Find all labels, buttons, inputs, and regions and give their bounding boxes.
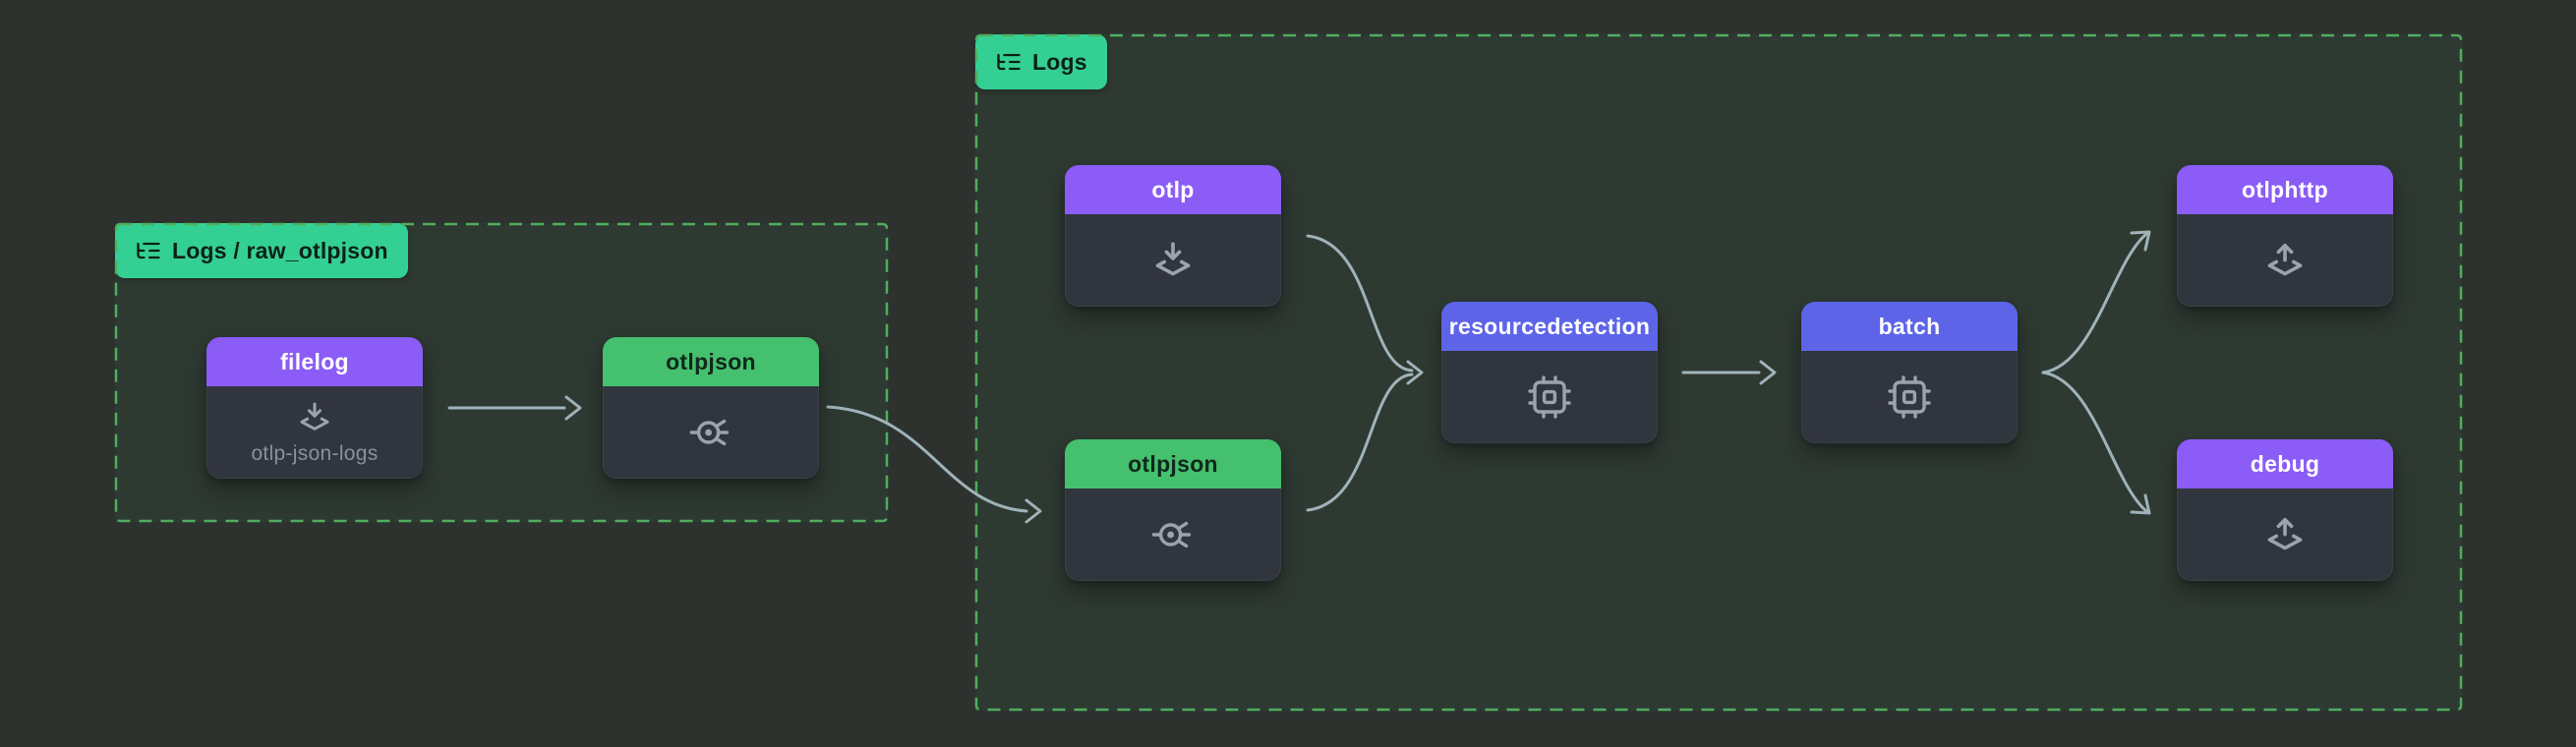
list-tree-icon bbox=[997, 53, 1021, 71]
node-header: batch bbox=[1801, 302, 2018, 351]
pipeline-group-logs: Logs bbox=[975, 34, 2462, 711]
exporter-icon bbox=[2267, 243, 2303, 275]
node-header: otlpjson bbox=[603, 337, 819, 386]
connector-icon bbox=[689, 419, 730, 445]
node-otlpjson[interactable]: otlpjson bbox=[1065, 439, 1281, 581]
node-body bbox=[2177, 214, 2393, 307]
processor-icon bbox=[1888, 374, 1931, 419]
pipeline-group-label: Logs / raw_otlpjson bbox=[172, 237, 388, 263]
node-debug[interactable]: debug bbox=[2177, 439, 2393, 581]
node-body bbox=[1441, 351, 1658, 443]
node-body bbox=[2177, 488, 2393, 581]
node-resourcedetection[interactable]: resourcedetection bbox=[1441, 302, 1658, 443]
receiver-icon bbox=[300, 402, 329, 431]
node-sublabel: otlp-json-logs bbox=[251, 442, 379, 465]
pipeline-group-tag: Logs bbox=[975, 34, 1107, 89]
node-header: otlp bbox=[1065, 165, 1281, 214]
node-otlphttp[interactable]: otlphttp bbox=[2177, 165, 2393, 307]
node-body bbox=[1065, 214, 1281, 307]
node-otlp[interactable]: otlp bbox=[1065, 165, 1281, 307]
pipeline-group-tag: Logs / raw_otlpjson bbox=[115, 223, 408, 278]
node-header: resourcedetection bbox=[1441, 302, 1658, 351]
receiver-icon bbox=[1155, 241, 1191, 275]
node-header: debug bbox=[2177, 439, 2393, 488]
node-batch[interactable]: batch bbox=[1801, 302, 2018, 443]
node-body bbox=[1065, 488, 1281, 581]
node-body bbox=[1801, 351, 2018, 443]
node-otlpjson-raw[interactable]: otlpjson bbox=[603, 337, 819, 479]
connector-icon bbox=[1151, 521, 1192, 547]
processor-icon bbox=[1528, 374, 1571, 419]
list-tree-icon bbox=[137, 242, 160, 259]
pipeline-group-label: Logs bbox=[1032, 48, 1087, 75]
node-filelog[interactable]: filelog otlp-json-logs bbox=[206, 337, 423, 479]
node-header: otlphttp bbox=[2177, 165, 2393, 214]
exporter-icon bbox=[2267, 517, 2303, 549]
node-header: otlpjson bbox=[1065, 439, 1281, 488]
node-body: otlp-json-logs bbox=[206, 386, 423, 479]
node-header: filelog bbox=[206, 337, 423, 386]
node-body bbox=[603, 386, 819, 479]
